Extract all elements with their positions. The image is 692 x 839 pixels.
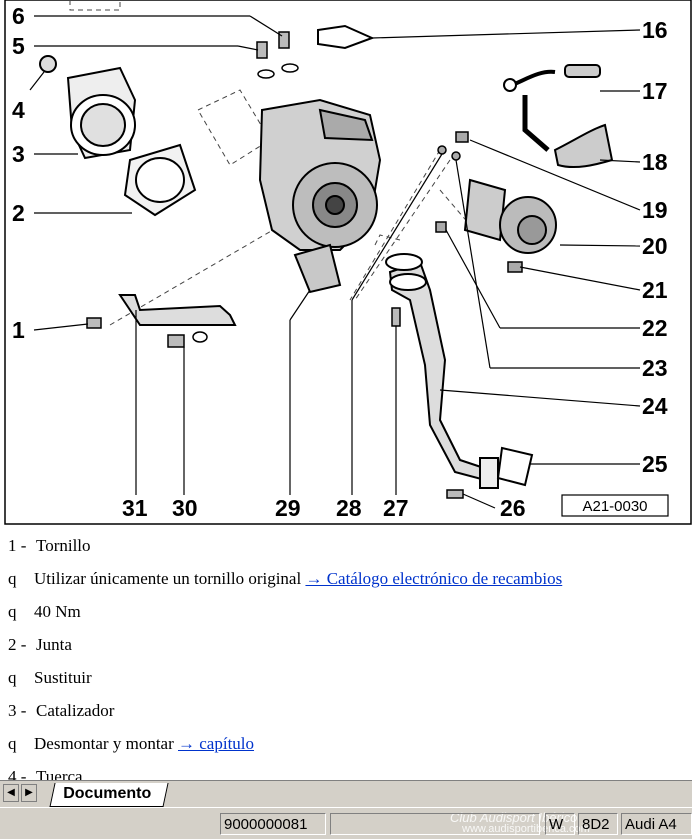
callout-18: 18 (642, 149, 668, 175)
item-number: 2 - (8, 635, 27, 654)
bullet-item: q Sustituir (8, 668, 92, 688)
chevron-right-icon: ▶ (25, 787, 33, 798)
document-body: 1 - Tornillo q Utilizar únicamente un torn… (0, 530, 692, 780)
bullet-marker: q (8, 569, 17, 588)
leader-lines (29, 15, 641, 509)
tab-label: Documento (63, 785, 152, 802)
chapter-link[interactable]: → capítulo (178, 734, 255, 753)
chevron-left-icon: ◀ (7, 787, 15, 798)
item-text: Tuerca (36, 767, 83, 780)
item-number: 1 - (8, 536, 27, 555)
list-item-3: 3 - Catalizador (8, 701, 114, 721)
tab-documento[interactable]: Documento (49, 783, 169, 807)
callout-24: 24 (642, 393, 668, 419)
callout-26: 26 (500, 495, 526, 521)
part-bracket (118, 294, 237, 326)
status-doc-number: 9000000081 (220, 813, 326, 835)
callout-labels: 6 5 4 3 2 1 16 17 18 19 20 21 22 23 24 2… (12, 3, 668, 521)
callout-20: 20 (642, 233, 668, 259)
bullet-text: 40 Nm (34, 602, 81, 621)
part-bolt-27 (391, 307, 401, 327)
bullet-item: q Desmontar y montar → capítulo (8, 734, 254, 754)
callout-21: 21 (642, 277, 668, 303)
bullet-text: Utilizar únicamente un tornillo original (34, 569, 306, 588)
part-clip-19 (455, 131, 469, 143)
callout-1: 1 (12, 317, 25, 343)
bullet-item: q Utilizar únicamente un tornillo origina… (8, 569, 562, 589)
bullet-marker: q (8, 602, 17, 621)
reference-code-box: A21-0030 (561, 494, 669, 517)
callout-3: 3 (12, 141, 25, 167)
callout-28: 28 (336, 495, 362, 521)
watermark-url: www.audisportiberica.com (462, 823, 590, 835)
callout-22: 22 (642, 315, 668, 341)
status-pane-code: 8D2 (578, 813, 618, 835)
callout-6: 6 (12, 3, 25, 29)
callout-4: 4 (12, 97, 25, 123)
part-gasket-16 (317, 24, 375, 50)
callout-31: 31 (122, 495, 148, 521)
part-catalyst (66, 66, 137, 160)
reference-code: A21-0030 (582, 498, 647, 515)
next-tab-button[interactable]: ▶ (21, 784, 37, 802)
callout-27: 27 (383, 495, 409, 521)
callout-23: 23 (642, 355, 668, 381)
list-item-2: 2 - Junta (8, 635, 72, 655)
part-bolt-30 (167, 334, 185, 348)
part-turbocharger (258, 98, 382, 294)
callout-16: 16 (642, 17, 668, 43)
part-washer-28b (451, 151, 461, 161)
bullet-text: Desmontar y montar (34, 734, 178, 753)
assembly-guide-lines (69, 0, 496, 326)
sheet-tab-bar: ◀ ▶ Documento (0, 780, 692, 808)
list-item-4: 4 - Tuerca (8, 767, 83, 780)
callout-25: 25 (642, 451, 668, 477)
part-bolt-1 (86, 317, 102, 329)
bullet-marker: q (8, 734, 17, 753)
item-text: Tornillo (36, 536, 91, 555)
status-pane-model: Audi A4 (621, 813, 692, 835)
callout-19: 19 (642, 197, 668, 223)
bullet-marker: q (8, 668, 17, 687)
callout-17: 17 (642, 78, 668, 104)
part-gasket (123, 143, 197, 217)
part-nut (39, 55, 57, 73)
part-washer-30 (192, 331, 208, 343)
callout-30: 30 (172, 495, 198, 521)
item-text: Junta (36, 635, 72, 654)
part-gasket-25 (496, 446, 534, 487)
status-bar: Club Audisport Ibérico www.audisportiber… (0, 807, 692, 839)
part-wastegate-actuator (463, 178, 557, 254)
part-pipe (385, 253, 499, 489)
part-bolt-22 (435, 221, 447, 233)
part-bolt-21 (507, 261, 523, 273)
callout-2: 2 (12, 200, 25, 226)
item-text: Catalizador (36, 701, 115, 720)
catalog-link[interactable]: → Catálogo electrónico de recambios (305, 569, 563, 588)
callout-5: 5 (12, 33, 25, 59)
item-number: 3 - (8, 701, 27, 720)
bullet-text: Sustituir (34, 668, 92, 687)
prev-tab-button[interactable]: ◀ (3, 784, 19, 802)
status-empty-pane (330, 813, 540, 835)
part-bolt-26 (446, 489, 464, 499)
exploded-parts-diagram: 6 5 4 3 2 1 16 17 18 19 20 21 22 23 24 2… (4, 0, 692, 525)
item-number: 4 - (8, 767, 27, 780)
list-item-1: 1 - Tornillo (8, 536, 91, 556)
bullet-item: q 40 Nm (8, 602, 81, 622)
callout-29: 29 (275, 495, 301, 521)
status-pane-w: W (545, 813, 575, 835)
part-washer-28a (437, 145, 447, 155)
part-studs (256, 31, 299, 79)
